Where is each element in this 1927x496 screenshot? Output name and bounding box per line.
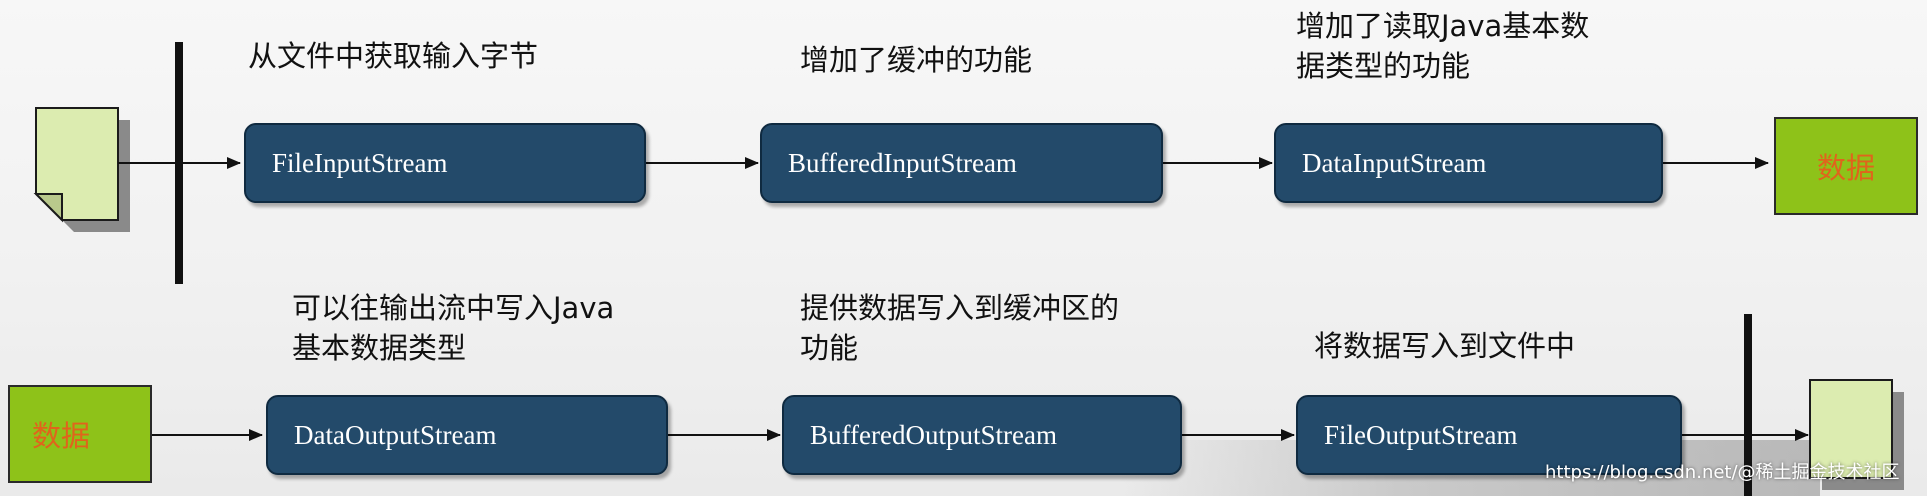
- fileoutputstream-label: FileOutputStream: [1324, 419, 1518, 450]
- dataoutputstream-box: DataOutputStream: [266, 395, 668, 475]
- caption-fileoutputstream: 将数据写入到文件中: [1314, 329, 1576, 363]
- caption-bufferedinputstream: 增加了缓冲的功能: [800, 43, 1033, 77]
- caption-fileinputstream: 从文件中获取输入字节: [248, 39, 539, 73]
- input-data-label: 数据: [32, 419, 91, 453]
- output-data-box: 数据: [1774, 117, 1918, 215]
- watermark: https://blog.csdn.net/@稀土掘金技术社区: [1545, 462, 1900, 483]
- destination-file-icon: [1809, 379, 1904, 490]
- bufferedinputstream-label: BufferedInputStream: [788, 147, 1017, 178]
- dataoutputstream-label: DataOutputStream: [294, 419, 497, 450]
- caption-dataoutputstream: 可以往输出流中写入Java 基本数据类型: [292, 291, 615, 365]
- datainputstream-box: DataInputStream: [1274, 123, 1663, 203]
- fileinputstream-label: FileInputStream: [272, 147, 448, 178]
- bufferedinputstream-box: BufferedInputStream: [760, 123, 1163, 203]
- bufferedoutputstream-box: BufferedOutputStream: [782, 395, 1182, 475]
- input-boundary-bar: [175, 42, 183, 284]
- output-data-label: 数据: [1816, 151, 1875, 185]
- fileoutputstream-box: FileOutputStream: [1296, 395, 1682, 475]
- output-boundary-bar: [1744, 314, 1752, 496]
- bufferedoutputstream-label: BufferedOutputStream: [810, 419, 1057, 450]
- caption-datainputstream: 增加了读取Java基本数 据类型的功能: [1296, 9, 1590, 83]
- fileinputstream-box: FileInputStream: [244, 123, 646, 203]
- source-file-icon: [33, 107, 130, 232]
- caption-bufferedoutputstream: 提供数据写入到缓冲区的 功能: [800, 291, 1120, 365]
- input-data-box: 数据: [8, 385, 152, 483]
- datainputstream-label: DataInputStream: [1302, 147, 1487, 178]
